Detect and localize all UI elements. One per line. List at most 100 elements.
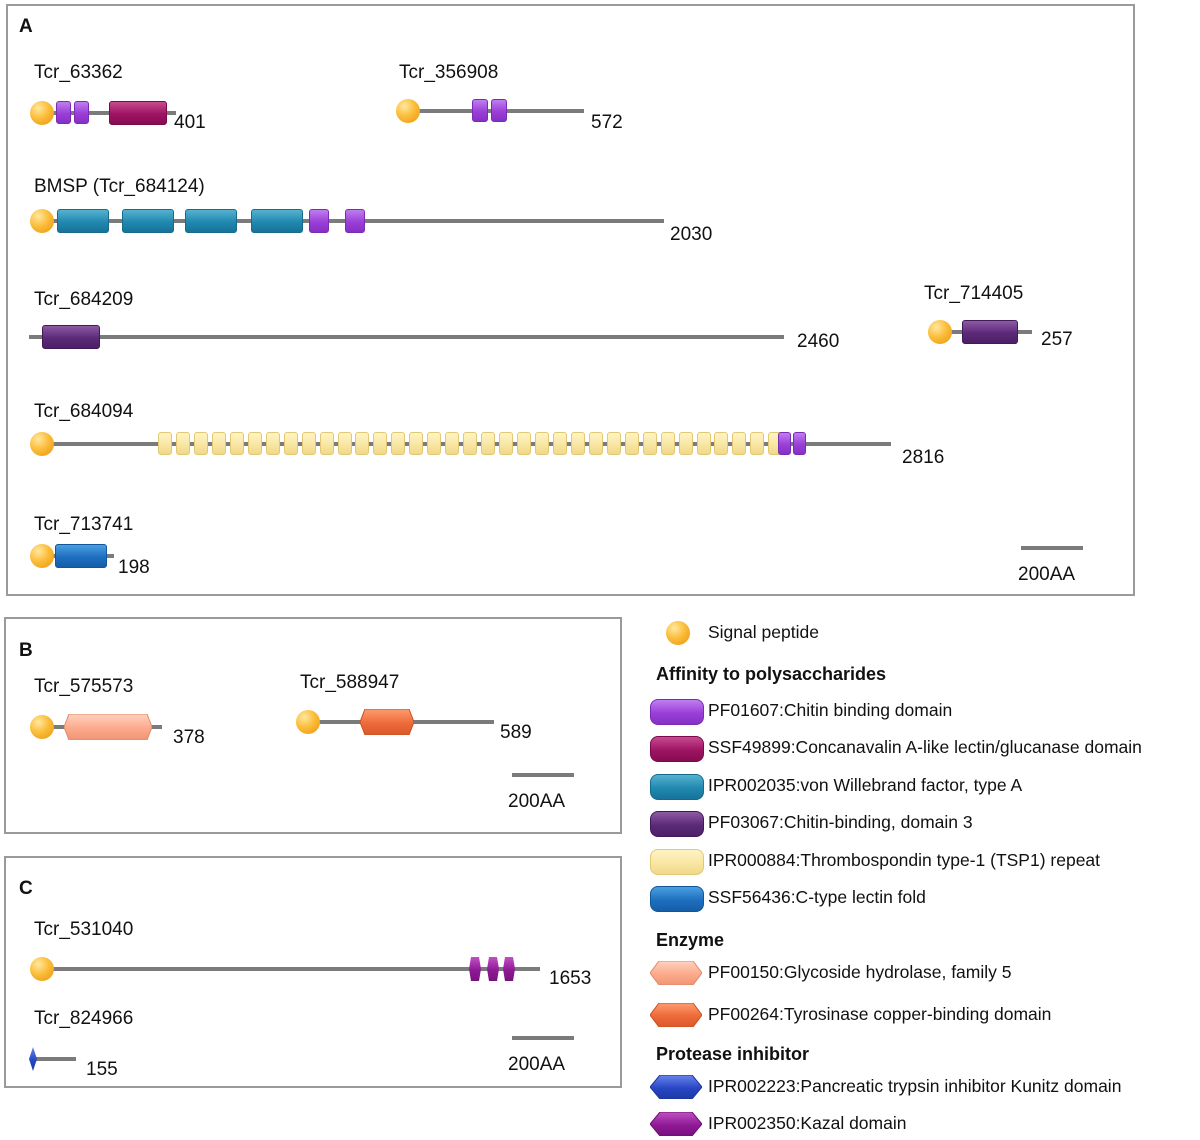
tsp1-repeat-domain xyxy=(696,432,711,455)
tsp1-repeat-domain xyxy=(678,432,693,455)
tsp1-repeat-domain xyxy=(373,432,388,455)
tyrosinase-domain xyxy=(360,709,414,735)
tsp1-repeat-domain xyxy=(535,432,549,455)
tsp1-repeat-domain xyxy=(481,432,496,455)
scale-label: 200AA xyxy=(1018,564,1076,585)
protein-length: 2030 xyxy=(670,224,713,245)
tsp1-repeat-domain xyxy=(337,432,352,455)
legend-item-label: PF01607:Chitin binding domain xyxy=(708,700,953,720)
panel-c-label: C xyxy=(19,878,33,899)
protein-name: Tcr_684209 xyxy=(34,289,134,310)
tsp1-repeat-domain xyxy=(714,432,729,455)
kunitz-swatch xyxy=(650,1075,702,1099)
tsp1-repeat-domain xyxy=(319,432,334,455)
protein-length: 1653 xyxy=(549,968,592,989)
von-willebrand-domain xyxy=(251,209,303,233)
chitin-binding-domain xyxy=(472,99,488,122)
chitin-binding-domain-3 xyxy=(42,325,100,349)
protein-length: 257 xyxy=(1041,329,1073,350)
kunitz-domain xyxy=(29,1047,37,1071)
protein-backbone xyxy=(30,1057,76,1061)
tsp1-repeat-domain xyxy=(211,432,226,455)
scale-bar xyxy=(512,773,574,777)
chitin-binding-domain-3 xyxy=(962,320,1018,344)
protein-backbone xyxy=(29,335,784,339)
protein-name: Tcr_713741 xyxy=(34,514,134,535)
panel-c: C Tcr_531040 1653 Tcr_824966 155 200AA xyxy=(4,856,622,1088)
protein-name: Tcr_684094 xyxy=(34,401,134,422)
protein-name: Tcr_714405 xyxy=(924,283,1024,304)
protein-backbone xyxy=(38,111,176,115)
chitin-binding-domain xyxy=(309,209,329,233)
tsp1-repeat-domain xyxy=(193,432,208,455)
legend-heading-affinity: Affinity to polysaccharides xyxy=(656,664,887,684)
signal-peptide-icon xyxy=(666,621,690,645)
protein-length: 401 xyxy=(174,112,206,133)
legend-item-label: PF00150:Glycoside hydrolase, family 5 xyxy=(708,962,1012,982)
legend-item-label: PF03067:Chitin-binding, domain 3 xyxy=(708,812,973,832)
signal-peptide-icon xyxy=(30,715,54,739)
von-willebrand-domain xyxy=(57,209,109,233)
tsp1-repeat-domain xyxy=(391,432,406,455)
panel-b: B Tcr_575573 378 Tcr_588947 589 200AA xyxy=(4,617,622,834)
tsp1-repeat-domain xyxy=(355,432,370,455)
tsp1-repeat-domain xyxy=(642,432,657,455)
tsp1-repeat-domain xyxy=(552,432,567,455)
signal-peptide-icon xyxy=(30,544,54,568)
tsp1-repeat-domain xyxy=(427,432,442,455)
signal-peptide-icon xyxy=(30,101,54,125)
kazal-domain xyxy=(487,957,499,981)
signal-peptide-icon xyxy=(928,320,952,344)
tsp1-repeat-domain xyxy=(283,432,298,455)
panel-a-label: A xyxy=(19,16,33,37)
panel-b-label: B xyxy=(19,640,33,661)
legend-item-label: SSF49899:Concanavalin A-like lectin/gluc… xyxy=(708,737,1142,757)
legend-heading-protease: Protease inhibitor xyxy=(656,1044,810,1064)
chitin-binding-domain xyxy=(778,432,791,455)
legend-signal-peptide-label: Signal peptide xyxy=(708,622,819,642)
tsp1-repeat-domain xyxy=(445,432,460,455)
kazal-domain xyxy=(469,957,481,981)
tsp1-repeat-domain xyxy=(732,432,747,455)
von-willebrand-domain xyxy=(185,209,237,233)
legend-item-label: SSF56436:C-type lectin fold xyxy=(708,887,926,907)
protein-name: Tcr_531040 xyxy=(34,919,134,940)
c-type-lectin-domain xyxy=(55,544,107,568)
legend-item-label: IPR000884:Thrombospondin type-1 (TSP1) r… xyxy=(708,850,1101,870)
tsp1-swatch xyxy=(650,849,704,875)
chitin-binding-3-swatch xyxy=(650,811,704,837)
concanavalin-domain xyxy=(109,101,167,125)
tsp1-repeat-domain xyxy=(463,432,478,455)
legend-item-label: IPR002223:Pancreatic trypsin inhibitor K… xyxy=(708,1076,1122,1096)
c-type-lectin-swatch xyxy=(650,886,704,912)
tsp1-repeat-domain xyxy=(660,432,675,455)
protein-name: BMSP (Tcr_684124) xyxy=(34,176,205,197)
signal-peptide-icon xyxy=(30,957,54,981)
tsp1-repeat-domain xyxy=(517,432,531,455)
protein-length: 155 xyxy=(86,1059,118,1080)
protein-length: 572 xyxy=(591,112,623,133)
tyrosinase-swatch xyxy=(650,1003,702,1027)
legend-item-label: IPR002035:von Willebrand factor, type A xyxy=(708,775,1023,795)
glycoside-hydrolase-domain xyxy=(64,714,152,740)
scale-bar xyxy=(1021,546,1083,550)
chitin-binding-domain xyxy=(56,101,71,124)
protein-name: Tcr_63362 xyxy=(34,62,123,83)
tsp1-repeat-domain xyxy=(624,432,639,455)
signal-peptide-icon xyxy=(396,99,420,123)
protein-name: Tcr_588947 xyxy=(300,672,400,693)
tsp1-repeat-domain xyxy=(175,432,190,455)
legend-item-label: PF00264:Tyrosinase copper-binding domain xyxy=(708,1004,1052,1024)
vwf-swatch xyxy=(650,774,704,800)
chitin-binding-domain xyxy=(793,432,806,455)
kazal-swatch xyxy=(650,1112,702,1136)
protein-name: Tcr_356908 xyxy=(399,62,499,83)
scale-label: 200AA xyxy=(508,1054,566,1075)
scale-label: 200AA xyxy=(508,791,566,812)
tsp1-repeat-domain xyxy=(499,432,514,455)
tsp1-repeat-domain xyxy=(301,432,316,455)
tsp1-repeat-domain xyxy=(247,432,262,455)
tsp1-repeat-domain xyxy=(265,432,280,455)
protein-length: 378 xyxy=(173,727,205,748)
scale-bar xyxy=(512,1036,574,1040)
